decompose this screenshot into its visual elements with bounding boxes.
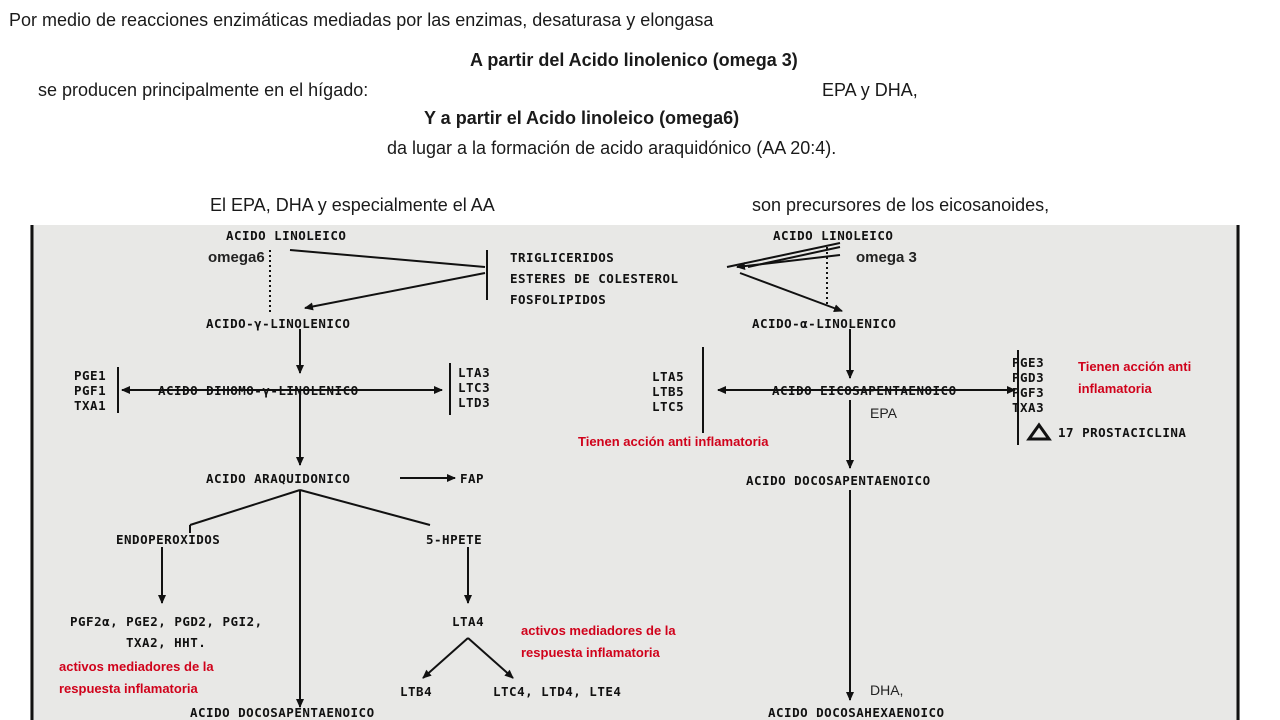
right-dha-label: DHA,	[870, 682, 904, 698]
lipid-item: FOSFOLIPIDOS	[510, 292, 607, 307]
left-txa2-hht: TXA2, HHT.	[126, 635, 207, 650]
left-arachidonic-acid: ACIDO ARAQUIDONICO	[206, 471, 351, 486]
right-docosapentaenoico: ACIDO DOCOSAPENTAENOICO	[746, 473, 931, 488]
header-line-1: Por medio de reacciones enzimáticas medi…	[9, 10, 714, 30]
right-lt-series: LTA5 LTB5 LTC5	[652, 369, 684, 414]
right-pg-series: PGE3 PGD3 PGF3 TXA3	[1012, 355, 1044, 415]
left-docosapentaenoico: ACIDO DOCOSAPENTAENOICO	[190, 705, 375, 720]
lt-item: LTA3	[458, 365, 491, 380]
left-dihomo-linolenico: ACIDO DIHOMO-γ-LINOLENICO	[158, 383, 359, 398]
lt-item: LTC3	[458, 380, 491, 395]
left-5-hpete: 5-HPETE	[426, 532, 483, 547]
header-line-3a: se producen principalmente en el hígado:	[38, 80, 369, 100]
left-pg-series: PGE1 PGF1 TXA1	[74, 368, 106, 413]
right-alpha-linolenico: ACIDO-α-LINOLENICO	[752, 316, 897, 331]
delta-triangle-icon	[1026, 422, 1052, 441]
pg-item: TXA3	[1012, 400, 1045, 415]
left-fap: FAP	[460, 471, 485, 486]
pg-item: PGF1	[74, 383, 107, 398]
right-epa-label: EPA	[870, 405, 897, 421]
header-line-4: Y a partir el Acido linoleico (omega6)	[424, 108, 740, 128]
left-ltc4-ltd4-lte4: LTC4, LTD4, LTE4	[493, 684, 622, 699]
left-lta4: LTA4	[452, 614, 485, 629]
right-eicosapentaenoico: ACIDO EICOSAPENTAENOICO	[772, 383, 957, 398]
pg-item: TXA1	[74, 398, 107, 413]
annotation-activos-center: activos mediadores de la respuesta infla…	[521, 623, 676, 660]
left-ltb4: LTB4	[400, 684, 433, 699]
pg-item: PGD3	[1012, 370, 1045, 385]
left-lt-series: LTA3 LTC3 LTD3	[458, 365, 490, 410]
right-prostaciclina: 17 PROSTACICLINA	[1058, 425, 1187, 440]
header-line-5: da lugar a la formación de acido araquid…	[387, 138, 837, 158]
annotation-activos-left: activos mediadores de la respuesta infla…	[59, 659, 214, 696]
pg-item: PGE1	[74, 368, 107, 383]
lt-item: LTD3	[458, 395, 491, 410]
pg-item: PGE3	[1012, 355, 1045, 370]
left-prostaglandin-products: PGF2α, PGE2, PGD2, PGI2,	[70, 614, 263, 629]
right-omega-label: omega 3	[856, 249, 917, 266]
left-acido-linoleico: ACIDO LINOLEICO	[226, 228, 347, 243]
lt-item: LTA5	[652, 369, 685, 384]
pg-item: PGF3	[1012, 385, 1045, 400]
header-line-2: A partir del Acido linolenico (omega 3)	[470, 50, 798, 70]
right-docosahexaenoico: ACIDO DOCOSAHEXAENOICO	[768, 705, 945, 720]
pathway-arrows	[30, 225, 1240, 720]
left-omega-label: omega6	[208, 249, 265, 266]
annotation-anti-inflamatoria-right: Tienen acción anti inflamatoria	[1078, 359, 1192, 396]
header-line-6b: son precursores de los eicosanoides,	[752, 195, 1050, 215]
annotation-anti-inflamatoria-center: Tienen acción anti inflamatoria	[578, 434, 769, 449]
right-acido-linoleico: ACIDO LINOLEICO	[773, 228, 894, 243]
header-line-6a: El EPA, DHA y especialmente el AA	[210, 195, 495, 215]
left-endoperoxidos: ENDOPEROXIDOS	[116, 532, 221, 547]
left-gamma-linolenico: ACIDO-γ-LINOLENICO	[206, 316, 351, 331]
lt-item: LTC5	[652, 399, 685, 414]
lipid-item: TRIGLICERIDOS	[510, 250, 615, 265]
lt-item: LTB5	[652, 384, 685, 399]
metabolic-pathway-diagram: ACIDO LINOLEICO omega6 ACIDO-γ-LINOLENIC…	[30, 225, 1240, 720]
header-line-3b: EPA y DHA,	[822, 80, 918, 100]
center-lipid-list: TRIGLICERIDOS ESTERES DE COLESTEROL FOSF…	[510, 247, 679, 310]
lipid-item: ESTERES DE COLESTEROL	[510, 271, 679, 286]
